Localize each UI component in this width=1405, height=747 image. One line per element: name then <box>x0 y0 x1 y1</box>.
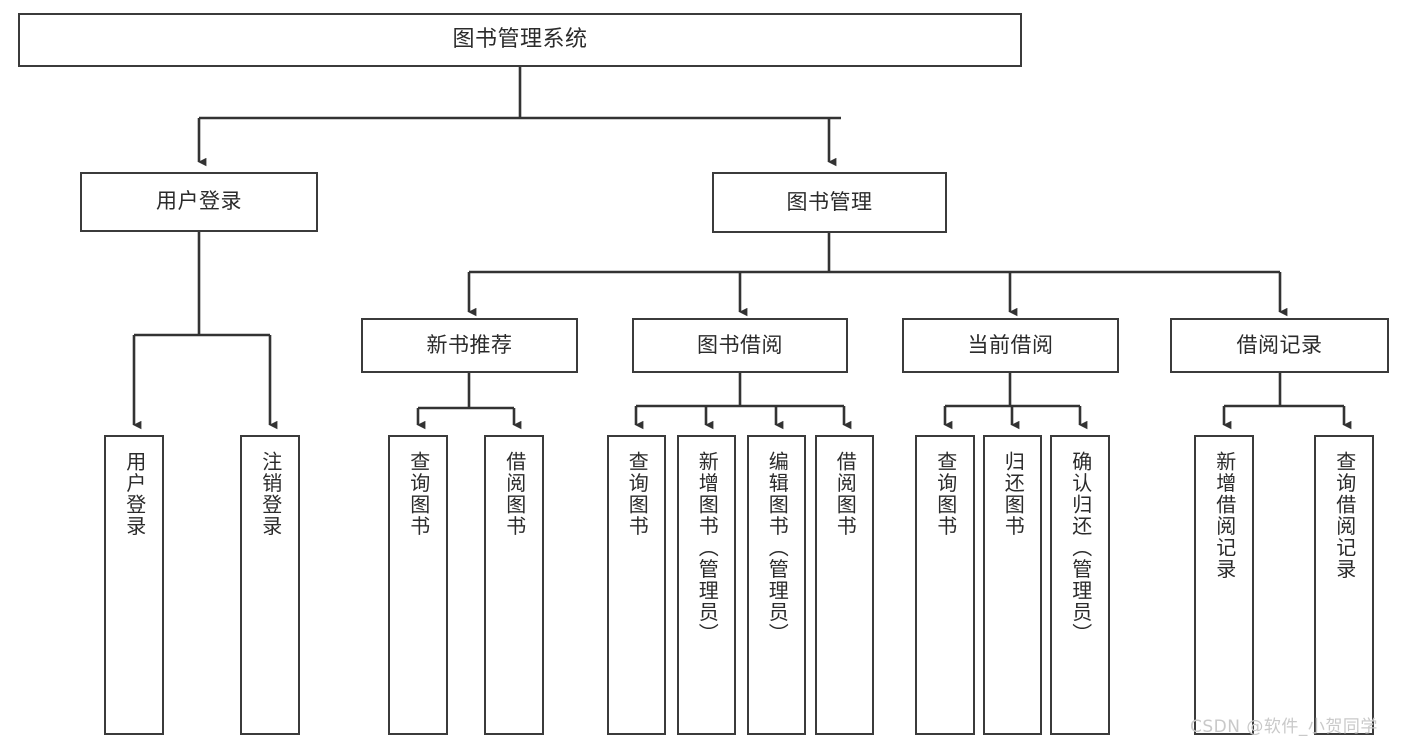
node-new-book-recommend[interactable]: 新书推荐 <box>361 318 578 373</box>
node-label: 注销登录 <box>258 451 283 537</box>
node-leaf-user-login[interactable]: 用户登录 <box>104 435 164 735</box>
node-label: 归还图书 <box>1001 451 1026 537</box>
node-leaf-query-borrow-record[interactable]: 查询借阅记录 <box>1314 435 1374 735</box>
node-leaf-query-book-2[interactable]: 查询图书 <box>607 435 666 735</box>
node-label: 新书推荐 <box>426 332 513 357</box>
node-label: 确认归还（管理员） <box>1068 451 1093 645</box>
node-label: 查询借阅记录 <box>1332 451 1357 580</box>
node-root-system[interactable]: 图书管理系统 <box>18 13 1022 67</box>
node-label: 当前借阅 <box>967 332 1054 357</box>
node-leaf-add-borrow-record[interactable]: 新增借阅记录 <box>1194 435 1254 735</box>
node-leaf-borrow-book-2[interactable]: 借阅图书 <box>815 435 874 735</box>
node-leaf-add-book[interactable]: 新增图书（管理员） <box>677 435 736 735</box>
node-leaf-logout-login[interactable]: 注销登录 <box>240 435 300 735</box>
node-leaf-edit-book[interactable]: 编辑图书（管理员） <box>747 435 806 735</box>
node-borrow-record[interactable]: 借阅记录 <box>1170 318 1389 373</box>
node-leaf-query-book-1[interactable]: 查询图书 <box>388 435 448 735</box>
node-label: 用户登录 <box>122 451 147 537</box>
node-label: 图书借阅 <box>697 332 783 357</box>
node-current-borrow[interactable]: 当前借阅 <box>902 318 1119 373</box>
node-label: 新增借阅记录 <box>1212 451 1237 580</box>
node-label: 编辑图书（管理员） <box>765 451 790 645</box>
node-leaf-borrow-book-1[interactable]: 借阅图书 <box>484 435 544 735</box>
node-label: 查询图书 <box>625 451 650 537</box>
node-label: 图书管理系统 <box>452 26 588 52</box>
node-label: 借阅图书 <box>833 451 858 537</box>
node-label: 新增图书（管理员） <box>695 451 720 645</box>
node-label: 用户登录 <box>156 189 242 214</box>
node-user-login[interactable]: 用户登录 <box>80 172 318 232</box>
watermark-text: CSDN @软件_小贺同学 <box>1190 717 1378 737</box>
node-label: 借阅图书 <box>502 451 527 537</box>
node-book-borrow[interactable]: 图书借阅 <box>632 318 848 373</box>
node-leaf-return-book[interactable]: 归还图书 <box>983 435 1042 735</box>
node-label: 查询图书 <box>933 451 958 537</box>
node-label: 借阅记录 <box>1236 332 1323 357</box>
node-book-management[interactable]: 图书管理 <box>712 172 947 233</box>
node-label: 图书管理 <box>786 189 873 214</box>
node-leaf-query-book-3[interactable]: 查询图书 <box>915 435 975 735</box>
node-leaf-confirm-return[interactable]: 确认归还（管理员） <box>1050 435 1110 735</box>
node-label: 查询图书 <box>406 451 431 537</box>
